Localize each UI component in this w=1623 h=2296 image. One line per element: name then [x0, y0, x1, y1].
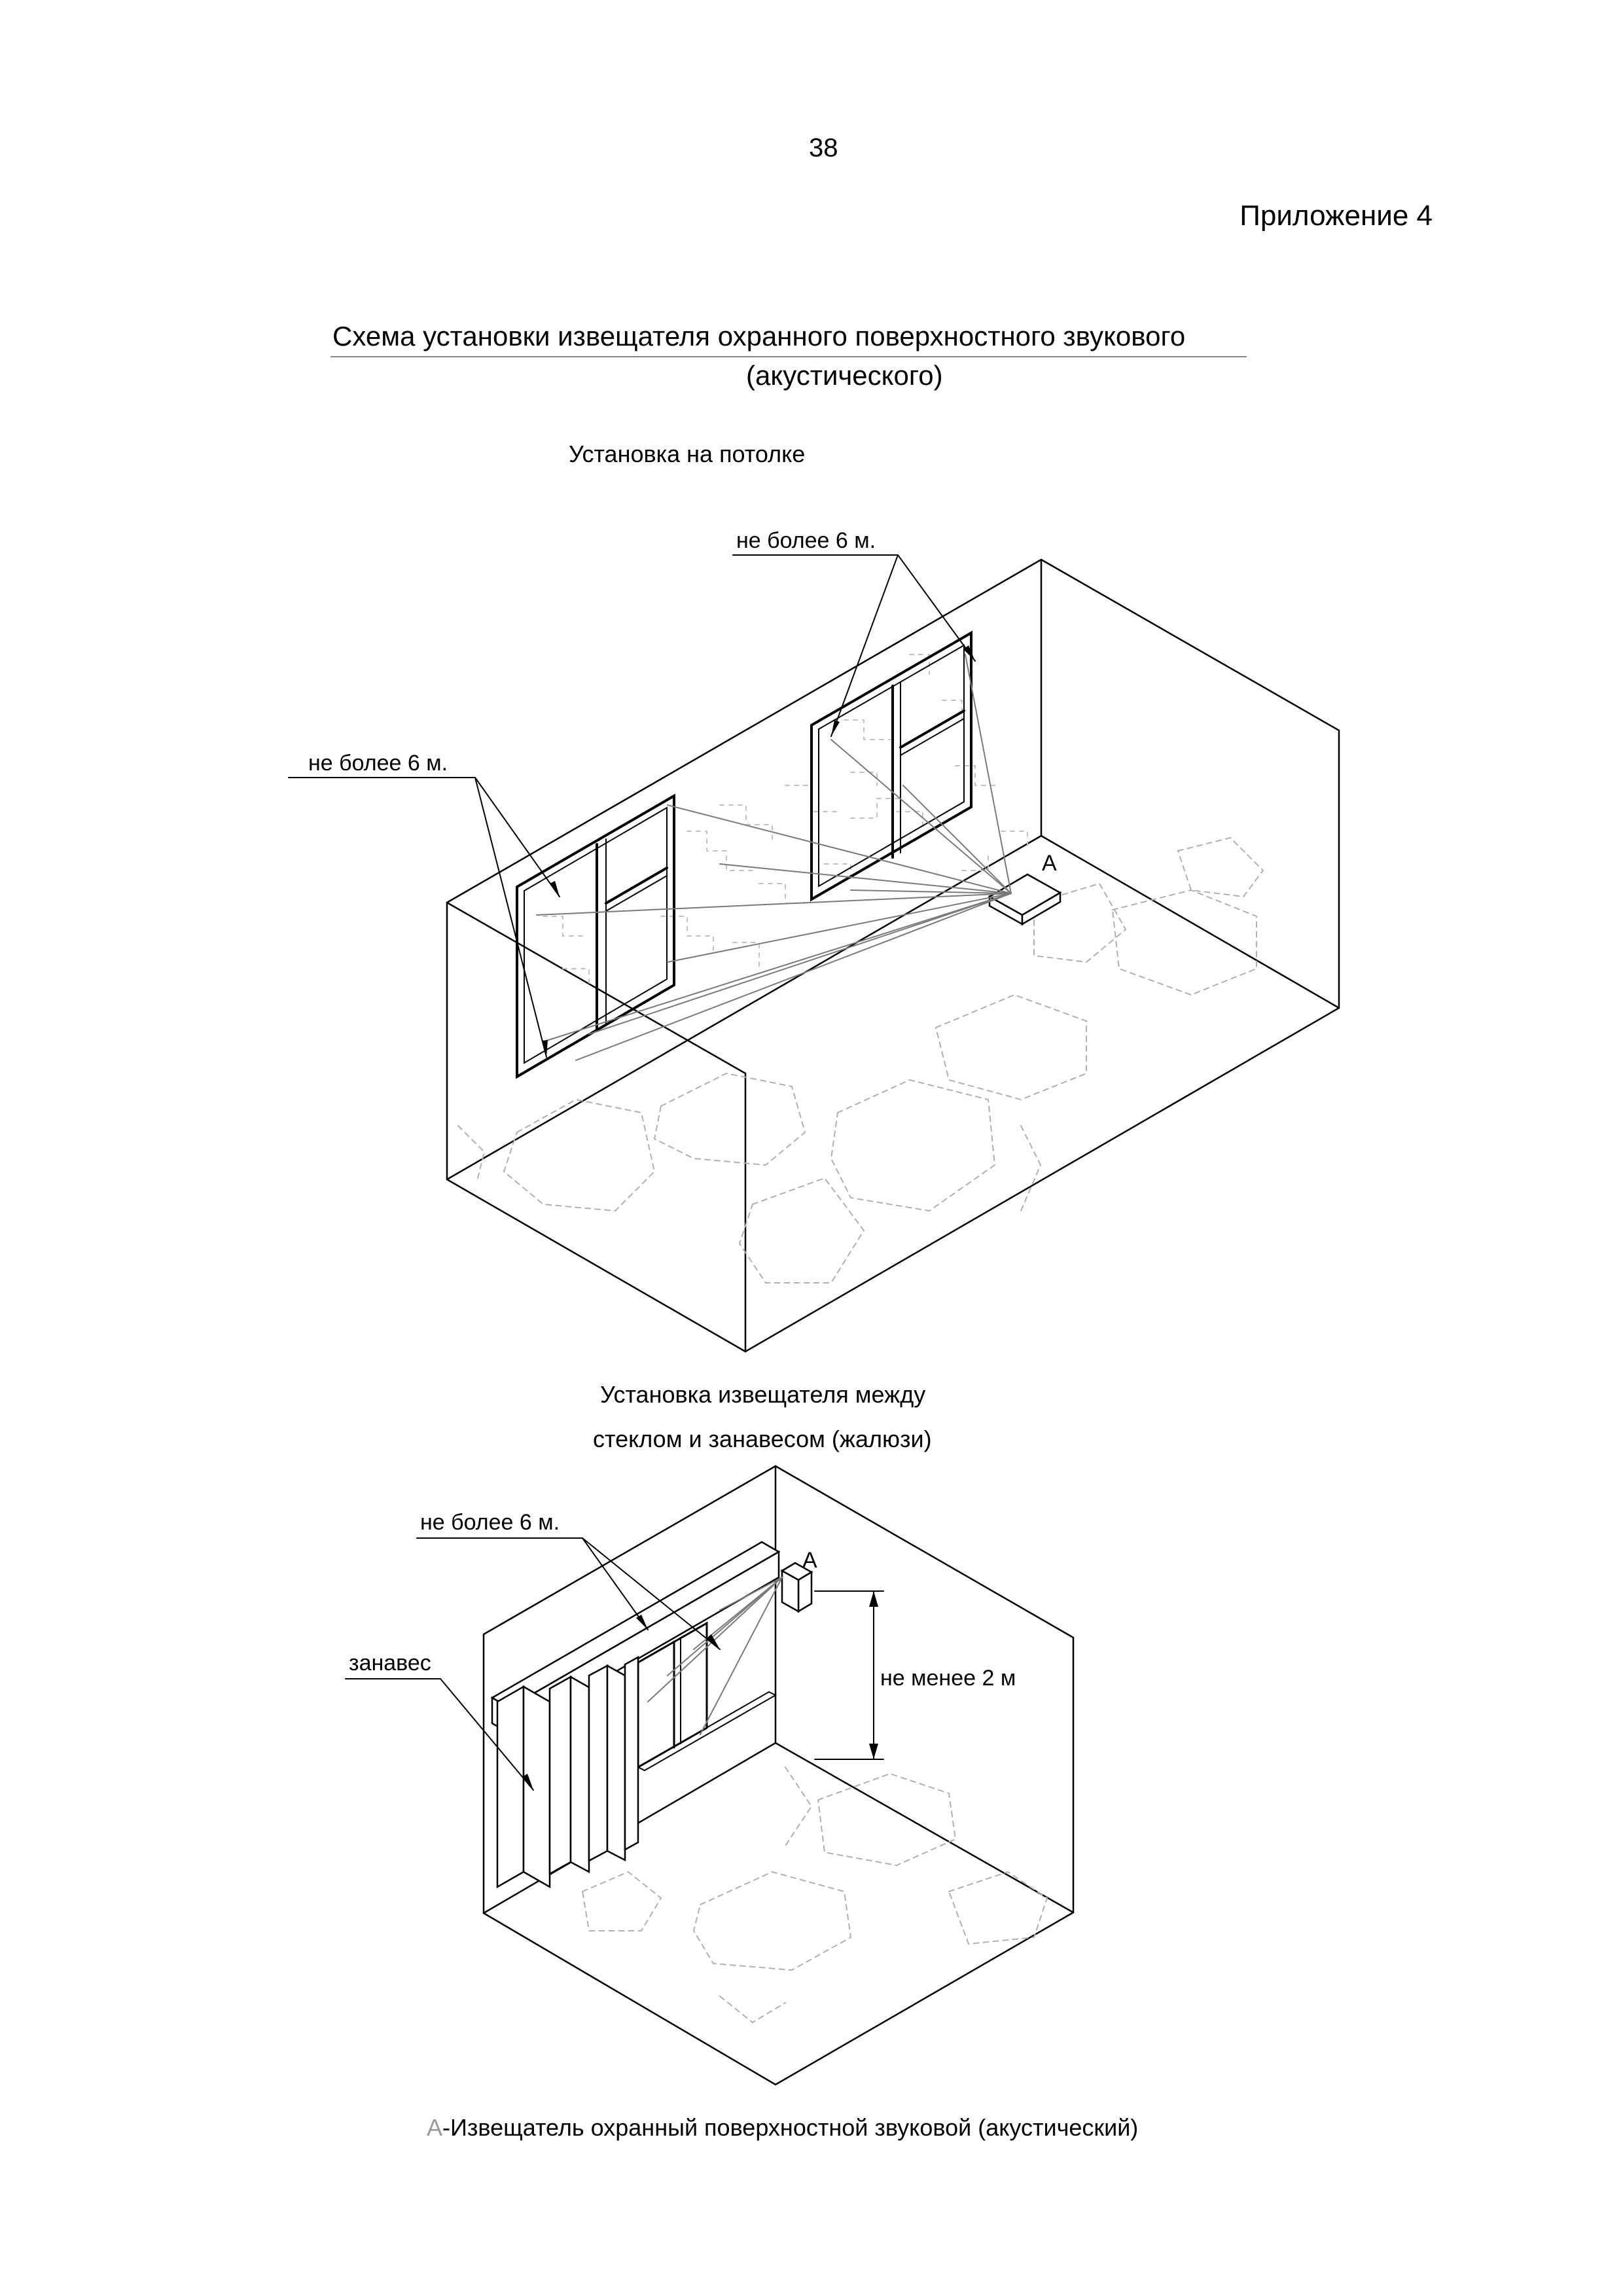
appendix-label: Приложение 4 [1240, 200, 1433, 232]
legend-mark: А [427, 2114, 443, 2141]
figure-2-caption-line-2: стеклом и занавесом (жалюзи) [593, 1426, 932, 1452]
figure-2-curtain-room [345, 1465, 1075, 2086]
figure-1-caption: Установка на потолке [569, 440, 806, 467]
leader-arrows [542, 645, 975, 1057]
leader-arrows-2 [522, 1615, 720, 1790]
dimension-arrows [869, 1591, 878, 1759]
legend-text: -Извещатель охранный поверхностной звуко… [442, 2114, 1139, 2141]
figure-1-ceiling-room [288, 554, 1340, 1353]
window-left [516, 793, 675, 1079]
detector-wall [780, 1562, 813, 1613]
floor-pattern [457, 836, 1264, 1283]
label-height: не менее 2 м [880, 1666, 1016, 1691]
label-top-distance: не более 6 м. [736, 528, 876, 553]
leader-lines [288, 554, 976, 1058]
document-title-line-2: (акустического) [746, 360, 943, 391]
floor-pattern-2 [581, 1767, 1048, 2024]
detector-ceiling [988, 873, 1062, 926]
label-distance-fig2: не более 6 м. [420, 1510, 560, 1535]
legend: А-Извещатель охранный поверхностной звук… [427, 2116, 1138, 2140]
detector-letter-2: А [802, 1548, 817, 1573]
label-left-distance: не более 6 м. [308, 751, 448, 776]
leader-lines-2 [345, 1537, 721, 1791]
height-dimension [814, 1590, 884, 1760]
detector-letter-1: А [1042, 851, 1057, 876]
window-right [810, 630, 972, 902]
page-number: 38 [809, 134, 838, 162]
figure-2-caption-line-1: Установка извещателя между [600, 1381, 926, 1408]
document-title-line-1: Схема установки извещателя охранного пов… [332, 321, 1186, 351]
curtain [496, 1655, 639, 1889]
label-curtain: занавес [349, 1651, 431, 1676]
sound-rays [536, 654, 1012, 1061]
